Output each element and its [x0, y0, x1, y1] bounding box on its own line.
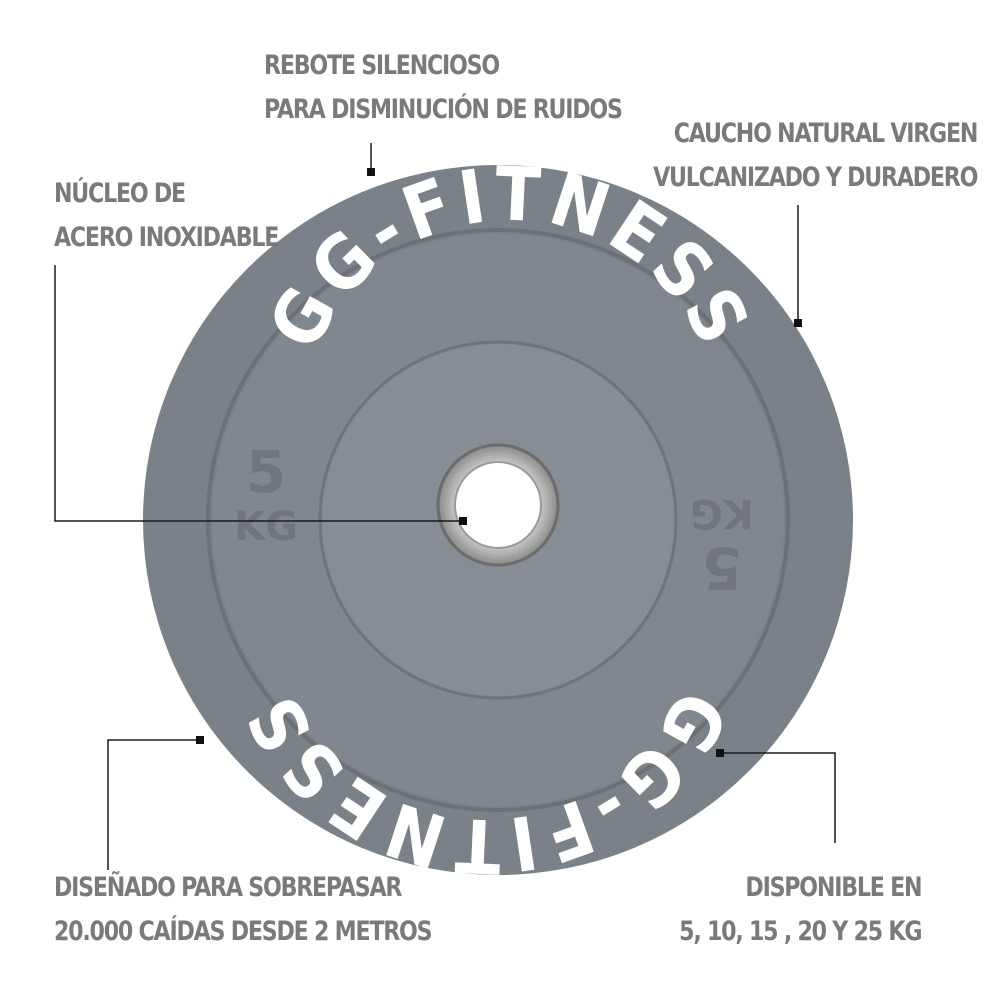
weight-mark-right: 5 KG	[690, 490, 754, 602]
svg-text:KG: KG	[690, 490, 754, 536]
callout-line: NÚCLEO DE	[54, 178, 186, 209]
svg-text:5: 5	[702, 534, 742, 602]
svg-text:5: 5	[246, 438, 286, 506]
leader-lines	[54, 143, 836, 870]
plate-rim-groove	[206, 228, 790, 812]
callout-line: VULCANIZADO Y DURADERO	[652, 162, 978, 193]
leader-dots	[196, 168, 802, 757]
callout-available-weights: DISPONIBLE EN 5, 10, 15 , 20 Y 25 KG	[678, 866, 922, 954]
callout-natural-rubber: CAUCHO NATURAL VIRGEN VULCANIZADO Y DURA…	[652, 112, 979, 200]
leader-line-bottom-left	[107, 739, 198, 870]
callout-line: ACERO INOXIDABLE	[54, 222, 279, 253]
svg-text:KG: KG	[234, 504, 298, 550]
callout-line: 20.000 CAÍDAS DESDE 2 METROS	[54, 916, 433, 947]
weight-mark-left: 5 KG	[234, 438, 298, 550]
leader-line-bottom-right	[720, 752, 836, 843]
callout-line: PARA DISMINUCIÓN DE RUIDOS	[264, 94, 623, 125]
callout-line: 5, 10, 15 , 20 Y 25 KG	[678, 916, 922, 947]
callout-line: DISPONIBLE EN	[745, 872, 922, 903]
leader-line-left	[54, 265, 461, 522]
callout-line: REBOTE SILENCIOSO	[264, 50, 500, 81]
callout-line: CAUCHO NATURAL VIRGEN	[673, 118, 979, 149]
callout-line: DISEÑADO PARA SOBREPASAR	[54, 872, 402, 903]
hub-bore	[454, 461, 542, 549]
callout-quiet-bounce: REBOTE SILENCIOSO PARA DISMINUCIÓN DE RU…	[264, 44, 623, 132]
callout-drop-durability: DISEÑADO PARA SOBREPASAR 20.000 CAÍDAS D…	[54, 866, 433, 954]
plate-inner-groove	[318, 340, 678, 700]
callout-steel-core: NÚCLEO DE ACERO INOXIDABLE	[54, 172, 279, 260]
